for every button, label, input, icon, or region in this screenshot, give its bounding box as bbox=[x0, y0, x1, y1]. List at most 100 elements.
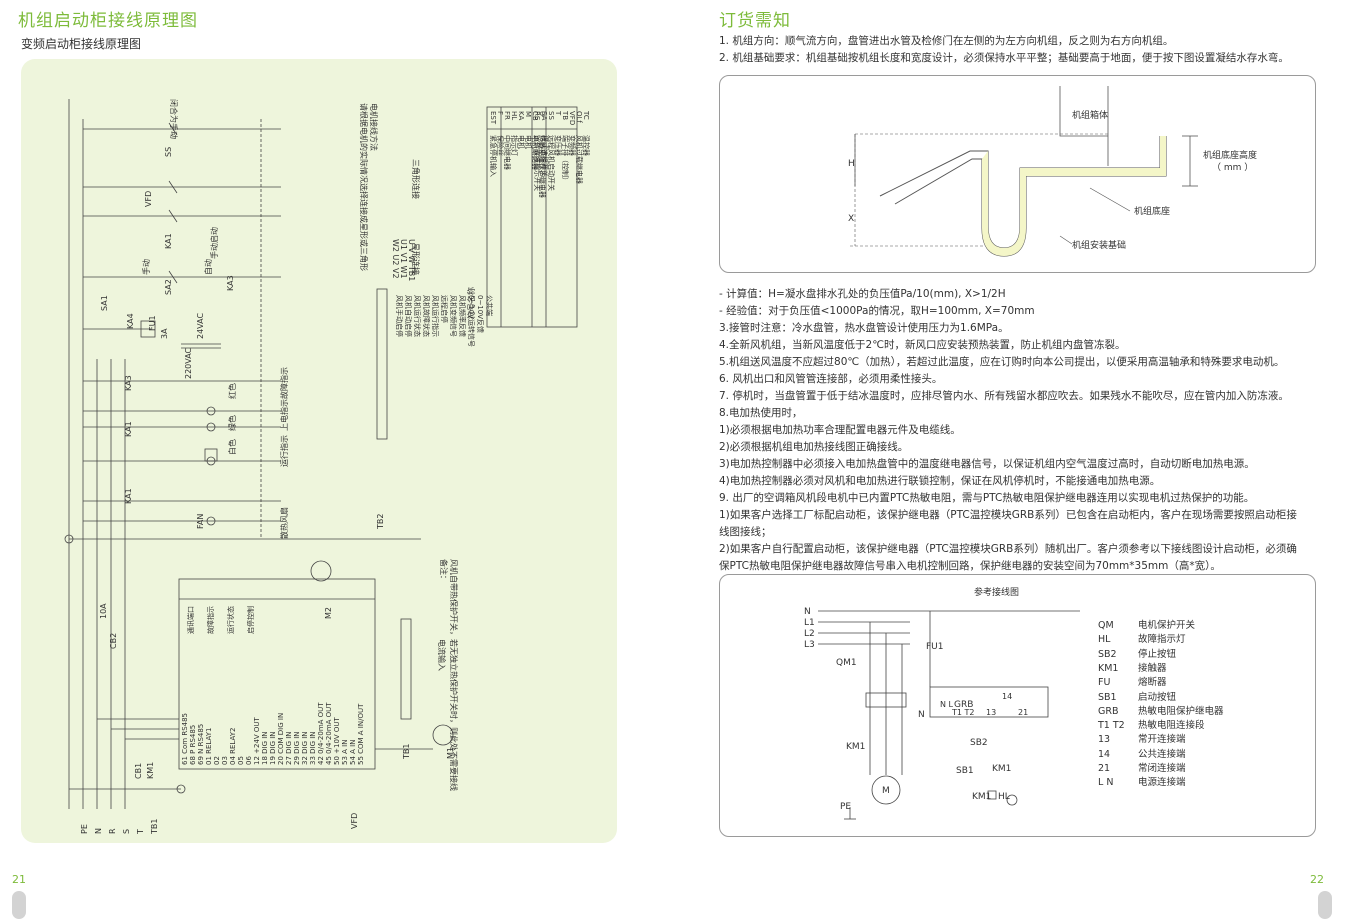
legend-desc: 停止按钮 bbox=[1138, 648, 1177, 660]
symbol-code: KA bbox=[517, 111, 525, 120]
left-page-number: 21 bbox=[12, 873, 26, 886]
legend-desc: 启动按钮 bbox=[1138, 691, 1177, 703]
motor-m-label: M bbox=[882, 786, 890, 796]
condensate-trap-diagram: 机组箱体 机组底座高度 （ mm ） 机组底座 机组安装基础 H X bbox=[848, 86, 1257, 257]
legend-code: SB2 bbox=[1098, 648, 1117, 660]
x-label: X bbox=[848, 214, 854, 224]
symbol-desc: 运转故障指示开关 bbox=[533, 135, 542, 191]
order-note-line: 8.电加热使用时， bbox=[719, 407, 803, 419]
vfd-terminal: 32 DIG IN bbox=[301, 731, 309, 765]
tb2-terminal-labels: 风机手动启停风机自动启停风机运行状态风机故障状态风机运行指示远程启停风机变频信号… bbox=[395, 295, 494, 347]
symbol-desc: 远程风机启动开关 bbox=[547, 135, 556, 191]
order-note-line: 线图接线； bbox=[719, 526, 772, 538]
pe-label: PE bbox=[840, 802, 851, 812]
order-note-line: 2)如果客户自行配置启动柜，该保护继电器（PTC温控模块GRB系列）随机出厂。客… bbox=[719, 543, 1297, 555]
reference-wiring-diagram: 参考接线图 N L1 L2 L3 QM1 FU1 KM1 SB1 SB2 KM1… bbox=[804, 586, 1080, 820]
left-page-tab bbox=[12, 891, 26, 919]
legend-code: 21 bbox=[1098, 763, 1111, 774]
remark-label: 备注： bbox=[439, 559, 449, 583]
on-light-label: 上电指示 bbox=[279, 399, 289, 431]
symbol-code: M bbox=[524, 111, 532, 117]
legend-desc: 公共连接端 bbox=[1138, 748, 1186, 760]
legend-desc: 常闭连接端 bbox=[1138, 763, 1186, 774]
symbol-code: SS bbox=[547, 111, 555, 120]
fu1-label: FU1 bbox=[148, 315, 157, 331]
order-note-line: 1)如果客户选择工厂标配启动柜，该保护继电器（PTC温控模块GRB系列）已包含在… bbox=[719, 509, 1297, 521]
10a-label: 10A bbox=[99, 603, 108, 619]
order-note-line: 9. 出厂的空调箱风机段电机中已内置PTC热敏电阻，需与PTC热敏电阻保护继电器… bbox=[719, 492, 1255, 504]
ka1-label: KA1 bbox=[124, 421, 133, 437]
wiring-diagram-panel: PE N R S T TB1 CB1 KM1 CB2 10A SS VFD KA… bbox=[21, 59, 617, 843]
u1v1w1-label: U1 V1 W1 bbox=[399, 239, 408, 279]
ss-label: SS bbox=[164, 147, 173, 157]
ka3-label: KA3 bbox=[124, 375, 133, 391]
legend-desc: 熔断器 bbox=[1138, 677, 1167, 689]
3a-label: 3A bbox=[160, 328, 169, 339]
ref-diagram-title: 参考接线图 bbox=[974, 586, 1019, 598]
vfd-terminal: 03 bbox=[221, 756, 229, 765]
symbol-desc: 变频器 bbox=[568, 135, 577, 156]
left-page-title: 机组启动柜接线原理图 bbox=[18, 11, 198, 31]
vfd-function-label: 通讯端口 bbox=[186, 606, 195, 634]
hl-label: HL bbox=[998, 792, 1010, 802]
vfd-terminal: 33 DIG IN bbox=[309, 731, 317, 765]
ref-n-label: N bbox=[918, 710, 925, 720]
symbol-code: F bbox=[496, 111, 504, 115]
line-l3: L3 bbox=[804, 640, 815, 650]
hand-start-label: 手动启动 bbox=[209, 227, 219, 259]
legend-code: L N bbox=[1098, 777, 1114, 789]
order-note-line: 保PTC热敏电阻保护继电器故障信号串入电机控制回路，保护继电器的安装空间为70m… bbox=[719, 560, 1221, 572]
legend-code: 14 bbox=[1098, 748, 1111, 760]
uvwtb1-label: U V W TB1 bbox=[407, 239, 416, 281]
w2u2v2-label: W2 U2 V2 bbox=[391, 239, 400, 279]
vfd-terminal: 05 bbox=[237, 756, 245, 765]
pe-label: PE bbox=[80, 824, 89, 834]
close-hand-label: 闭合为手动 bbox=[169, 99, 179, 139]
legend-code: 13 bbox=[1098, 734, 1111, 746]
red-label: 红色 bbox=[227, 383, 237, 399]
tb2-terminal-label: 风机变频信号 bbox=[449, 295, 458, 337]
ka3-label-top: KA3 bbox=[226, 275, 235, 291]
legend-row: 21 常闭连接端 bbox=[1098, 760, 1186, 774]
cb1-label: CB1 bbox=[134, 763, 143, 779]
vfd-terminal: 68 P RS485 bbox=[189, 725, 197, 765]
white-label: 白色 bbox=[227, 439, 237, 455]
tb2-terminal-label: 0~10V运转信号 bbox=[467, 295, 476, 347]
unit-box-label: 机组箱体 bbox=[1072, 109, 1108, 121]
symbol-desc: 指示灯 bbox=[510, 135, 519, 156]
legend-desc: 常开连接端 bbox=[1138, 734, 1186, 746]
vfd-function-label: 运行状态 bbox=[226, 606, 235, 634]
intro-note-2: 2. 机组基础要求：机组基础按机组长度和宽度设计，必须保持水平平整；基础要高于地… bbox=[719, 52, 1289, 64]
m1-label: M1 bbox=[446, 747, 455, 759]
symbol-code: CB bbox=[531, 111, 539, 121]
vfd-terminal: 54 A IN bbox=[349, 740, 357, 765]
vfd-terminal: 01 RELAY1 bbox=[205, 728, 213, 765]
ka1-label-fan: KA1 bbox=[124, 488, 133, 504]
auto-label: 自动 bbox=[203, 259, 213, 275]
code-title-label: 符号名称 bbox=[466, 287, 476, 319]
vfd-terminal: 04 RELAY2 bbox=[229, 728, 237, 765]
order-note-line: - 经验值：对于负压值<1000Pa的情况，取H=100mm, X=70mm bbox=[719, 305, 1035, 317]
symbol-code: HL bbox=[510, 111, 518, 120]
symbol-desc: 温控器 bbox=[582, 135, 591, 156]
legend-code: SB1 bbox=[1098, 691, 1117, 703]
order-note-line: - 计算值：H=凝水盘排水孔处的负压值Pa/10(mm), X>1/2H bbox=[719, 288, 1006, 300]
fan-label: FAN bbox=[196, 514, 205, 529]
base-height-unit: （ mm ） bbox=[1212, 162, 1253, 173]
right-page-title: 订货需知 bbox=[719, 11, 791, 31]
order-note-line: 3)电加热控制器中必须接入电加热盘管中的温度继电器信号，以保证机组内空气温度过高… bbox=[719, 458, 1255, 470]
legend-desc: 故障指示灯 bbox=[1138, 634, 1186, 646]
symbol-desc: 模式选择开关 bbox=[540, 135, 549, 177]
symbol-desc: 端子排（控制） bbox=[561, 135, 570, 184]
legend-desc: 接触器 bbox=[1138, 662, 1167, 674]
base-height-label: 机组底座高度 bbox=[1203, 149, 1257, 161]
motor-mode-label: 电流输入 bbox=[437, 639, 447, 671]
t21-label: 21 bbox=[1018, 708, 1028, 717]
qm1-label: QM1 bbox=[836, 658, 857, 668]
tb2-terminal-label: 风机故障状态 bbox=[422, 295, 431, 337]
fan-function-label: 散热风扇 bbox=[279, 507, 289, 539]
